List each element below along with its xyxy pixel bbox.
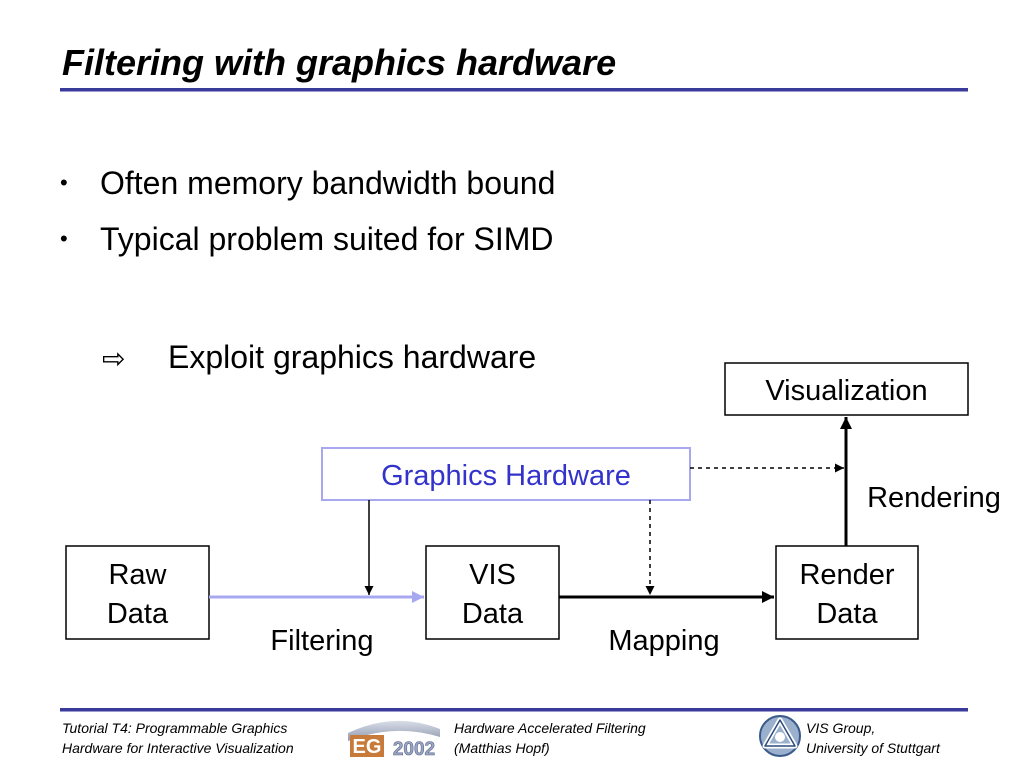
node-visualization: Visualization xyxy=(724,362,969,416)
slide-title: Filtering with graphics hardware xyxy=(62,42,617,83)
node-visualization-label: Visualization xyxy=(765,375,927,407)
footer-group: VIS Group, University of Stuttgart xyxy=(806,718,940,758)
node-raw-data-line1: Raw xyxy=(108,559,167,591)
node-raw-data-line2: Data xyxy=(107,598,169,630)
conclusion-line: ⇨ Exploit graphics hardware xyxy=(102,334,536,382)
node-raw-data: Raw Data xyxy=(65,545,210,640)
node-vis-data-line2: Data xyxy=(462,598,524,630)
bullet-list: • Often memory bandwidth bound • Typical… xyxy=(60,160,555,272)
bullet-text: Often memory bandwidth bound xyxy=(100,165,556,201)
footer-group-line2: University of Stuttgart xyxy=(806,740,940,756)
footer-group-line1: VIS Group, xyxy=(806,720,876,736)
eg-logo-letters: EG xyxy=(353,736,382,758)
node-render-data: Render Data xyxy=(775,545,919,640)
footer-tutorial-line1: Tutorial T4: Programmable Graphics xyxy=(62,720,288,736)
footer-divider xyxy=(60,708,968,712)
node-render-data-line2: Data xyxy=(816,598,878,630)
conclusion-text: Exploit graphics hardware xyxy=(168,339,537,375)
eg-logo-year: 2002 xyxy=(393,739,435,759)
footer-talk: Hardware Accelerated Filtering (Matthias… xyxy=(454,718,646,758)
bullet-dot-icon: • xyxy=(60,170,68,195)
bullet-item: • Often memory bandwidth bound xyxy=(60,160,555,216)
university-logo-icon xyxy=(759,715,801,757)
footer-talk-line1: Hardware Accelerated Filtering xyxy=(454,720,646,736)
footer-tutorial: Tutorial T4: Programmable Graphics Hardw… xyxy=(62,718,294,758)
footer-tutorial-line2: Hardware for Interactive Visualization xyxy=(62,740,294,756)
node-vis-data: VIS Data xyxy=(425,545,560,640)
bullet-dot-icon: • xyxy=(60,226,68,251)
bullet-text: Typical problem suited for SIMD xyxy=(100,221,554,257)
right-arrow-icon: ⇨ xyxy=(102,343,126,374)
title-divider xyxy=(60,88,968,92)
node-vis-data-line1: VIS xyxy=(469,559,516,591)
node-render-data-line1: Render xyxy=(799,559,894,591)
footer-talk-line2: (Matthias Hopf) xyxy=(454,740,550,756)
node-graphics-hardware-label: Graphics Hardware xyxy=(381,460,631,492)
node-graphics-hardware: Graphics Hardware xyxy=(321,447,691,501)
eg2002-logo-icon: EG 2002 xyxy=(348,720,440,759)
edge-label-mapping: Mapping xyxy=(608,625,719,657)
edge-label-filtering: Filtering xyxy=(270,625,373,657)
edge-label-rendering: Rendering xyxy=(867,482,1001,514)
bullet-item: • Typical problem suited for SIMD xyxy=(60,216,555,272)
